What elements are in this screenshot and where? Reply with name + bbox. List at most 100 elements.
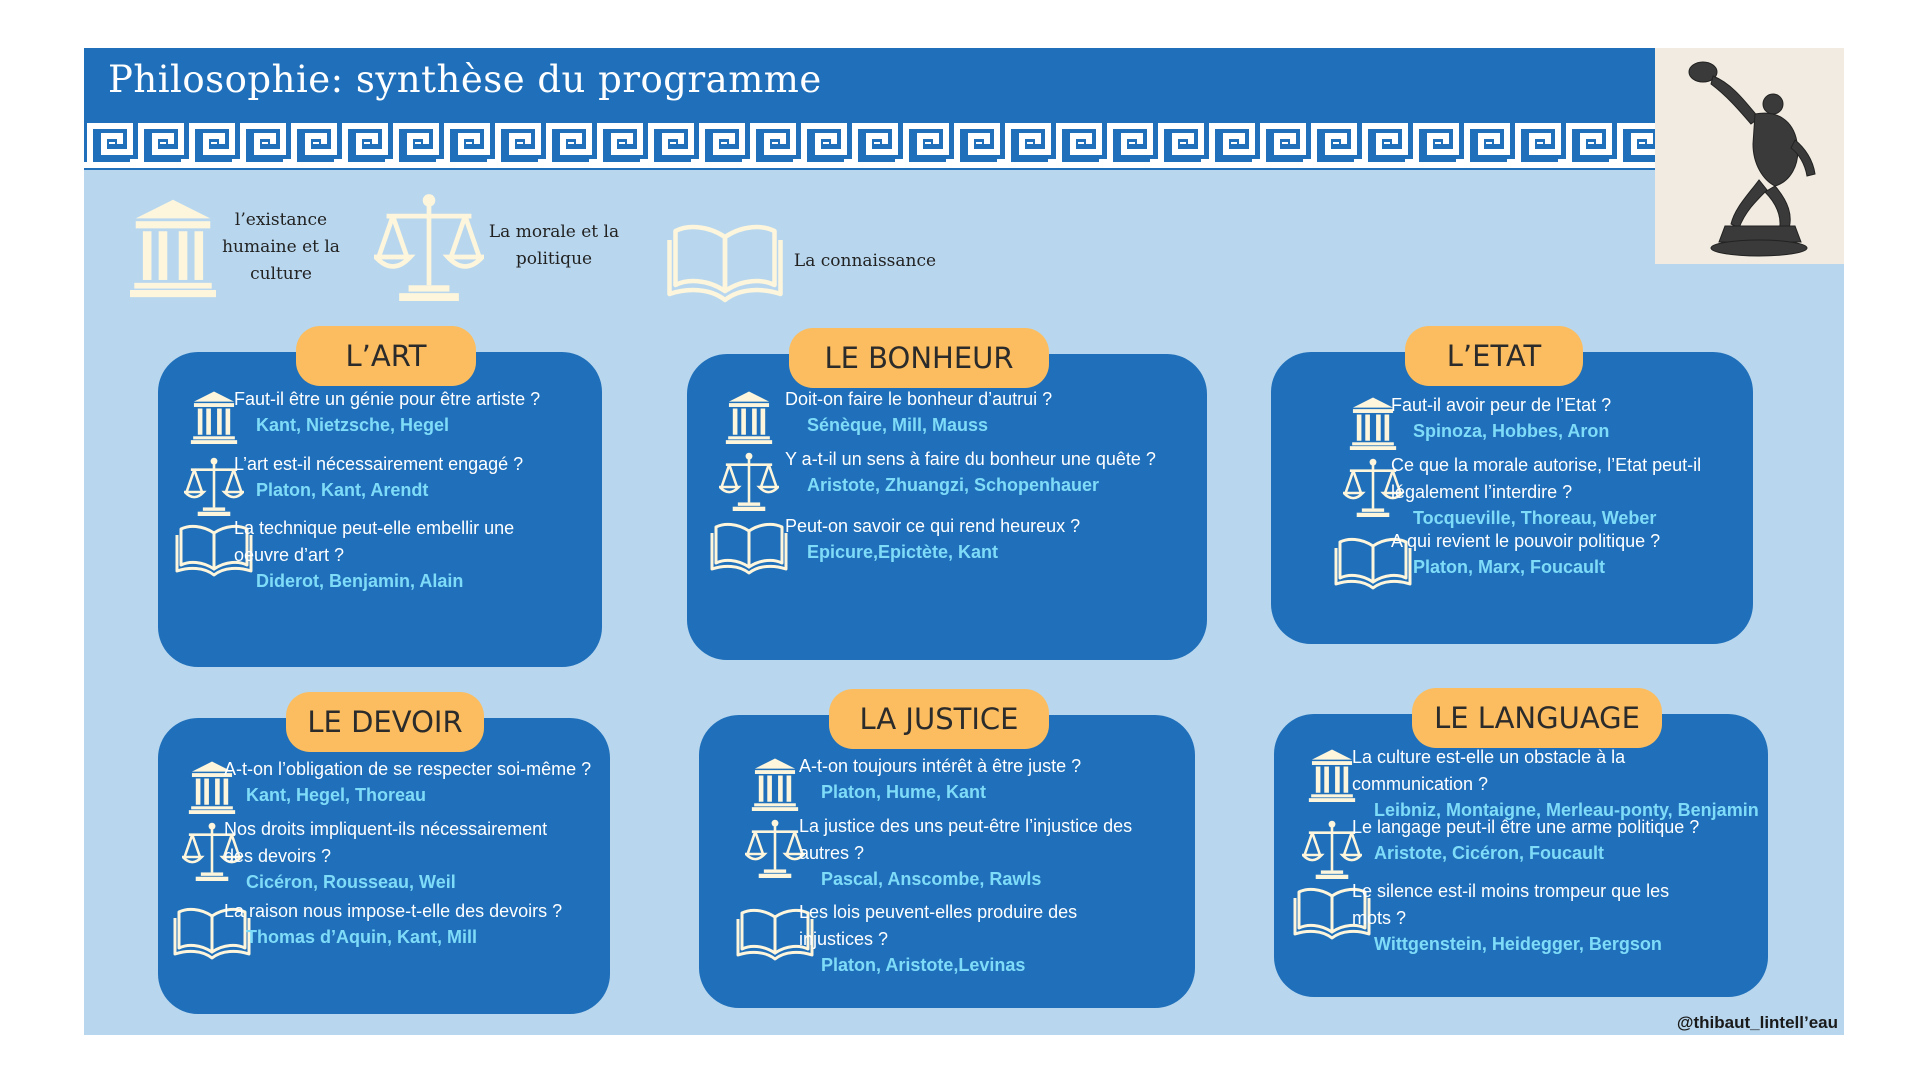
page-title: Philosophie: synthèse du programme (108, 58, 822, 101)
temple-icon (130, 196, 216, 298)
authors-list: Thomas d’Aquin, Kant, Mill (246, 927, 477, 947)
authors-list: Platon, Aristote,Levinas (821, 955, 1026, 975)
authors-list: Kant, Nietzsche, Hegel (256, 415, 450, 435)
question-text: A-t-on toujours intérêt à être juste ? (799, 753, 1185, 780)
authors-list: Aristote, Cicéron, Foucault (1374, 843, 1605, 863)
question-line: Nos droits impliquent-ils nécessairement (224, 819, 548, 839)
authors-list: Wittgenstein, Heidegger, Bergson (1374, 934, 1662, 954)
greek-key-border (84, 123, 1655, 168)
question-text: Nos droits impliquent-ils nécessairement… (224, 816, 600, 870)
discobolus-statue-image (1655, 48, 1844, 264)
question-text: La raison nous impose-t-elle des devoirs… (224, 898, 600, 925)
question-line: A-t-on toujours intérêt à être juste ? (799, 756, 1082, 776)
poster: Philosophie: synthèse du programme l’exi… (84, 48, 1844, 1035)
card-title: LE LANGUAGE (1412, 688, 1662, 748)
card-title: L’ART (296, 326, 476, 386)
author-credit: @thibaut_lintell’eau (1676, 1013, 1838, 1032)
question-line: oeuvre d’art ? (234, 545, 345, 565)
temple-icon (1308, 748, 1356, 802)
authors-list: Diderot, Benjamin, Alain (256, 571, 464, 591)
question-text: A-t-on l’obligation de se respecter soi-… (224, 756, 600, 783)
book-icon (709, 517, 789, 577)
question-line: A-t-on l’obligation de se respecter soi-… (224, 759, 592, 779)
authors-list: Platon, Marx, Foucault (1413, 557, 1606, 577)
question-line: A qui revient le pouvoir politique ? (1391, 531, 1661, 551)
legend-scales: La morale et la politique (374, 188, 624, 304)
question-line: Ce que la morale autorise, l’Etat peut-i… (1391, 455, 1702, 475)
authors-list: Tocqueville, Thoreau, Weber (1413, 508, 1657, 528)
legend-label: l’existance humaine et la culture (216, 207, 346, 288)
card-title: L’ETAT (1405, 326, 1583, 386)
question-text: Doit-on faire le bonheur d’autrui ? (785, 386, 1197, 413)
authors-list: Platon, Kant, Arendt (256, 480, 429, 500)
question-line: Les lois peuvent-elles produire des (799, 902, 1078, 922)
question-line: mots ? (1352, 908, 1407, 928)
authors-list: Epicure,Epictète, Kant (807, 542, 999, 562)
temple-icon (190, 390, 238, 444)
question-text: L’art est-il nécessairement engagé ? (234, 451, 592, 478)
question-line: La technique peut-elle embellir une (234, 518, 515, 538)
question-line: injustices ? (799, 929, 889, 949)
card-5: LA JUSTICE A-t-on toujours intérêt à être… (699, 689, 1195, 1008)
question-line: communication ? (1352, 774, 1489, 794)
question-line: Y a-t-il un sens à faire du bonheur une … (785, 449, 1156, 469)
question-line: Peut-on savoir ce qui rend heureux ? (785, 516, 1081, 536)
legend-label-line: humaine et la (222, 236, 340, 257)
question-text: Faut-il avoir peur de l’Etat ? (1391, 392, 1743, 419)
header-banner: Philosophie: synthèse du programme (84, 48, 1655, 170)
legend-label-line: La morale et la (488, 222, 620, 242)
book-icon (660, 216, 790, 306)
question-line: Le silence est-il moins trompeur que les (1352, 881, 1670, 901)
question-line: La raison nous impose-t-elle des devoirs… (224, 901, 563, 921)
legend-label: La morale et la politique (484, 219, 624, 273)
question-line: autres ? (799, 843, 865, 863)
scales-icon (374, 188, 484, 304)
authors-list: Spinoza, Hobbes, Aron (1413, 421, 1610, 441)
question-line: La justice des uns peut-être l’injustice… (799, 816, 1133, 836)
card-4: LE DEVOIR A-t-on l’obligation de se respe… (158, 692, 610, 1014)
question-text: La culture est-elle un obstacle à la comm… (1352, 744, 1758, 798)
question-line: Le langage peut-il être une arme politiq… (1352, 817, 1700, 837)
authors-list: Pascal, Anscombe, Rawls (821, 869, 1042, 889)
scales-icon (719, 450, 779, 512)
question-text: Les lois peuvent-elles produire des injus… (799, 899, 1185, 953)
question-text: Le silence est-il moins trompeur que les… (1352, 878, 1758, 932)
temple-icon (1349, 396, 1397, 450)
temple-icon (751, 757, 799, 811)
question-text: Le langage peut-il être une arme politiq… (1352, 814, 1758, 841)
authors-list: Sénèque, Mill, Mauss (807, 415, 989, 435)
question-line: Faut-il avoir peur de l’Etat ? (1391, 395, 1612, 415)
card-1: L’ART Faut-il être un génie pour être art… (158, 326, 602, 667)
scales-icon (745, 817, 805, 879)
authors-list: Leibniz, Montaigne, Merleau-ponty, Benja… (1374, 800, 1759, 820)
question-text: Y a-t-il un sens à faire du bonheur une … (785, 446, 1197, 473)
question-line: des devoirs ? (224, 846, 332, 866)
authors-list: Kant, Hegel, Thoreau (246, 785, 427, 805)
question-text: Peut-on savoir ce qui rend heureux ? (785, 513, 1197, 540)
question-line: L’art est-il nécessairement engagé ? (234, 454, 524, 474)
legend-label-line: culture (250, 263, 312, 284)
question-line: La culture est-elle un obstacle à la (1352, 747, 1626, 767)
question-text: Faut-il être un génie pour être artiste … (234, 386, 592, 413)
question-text: A qui revient le pouvoir politique ? (1391, 528, 1743, 555)
question-text: La technique peut-elle embellir une oeuvr… (234, 515, 592, 569)
card-title: LE DEVOIR (286, 692, 484, 752)
question-line: Doit-on faire le bonheur d’autrui ? (785, 389, 1053, 409)
legend-label-line: l’existance (234, 209, 328, 230)
legend-temple: l’existance humaine et la culture (130, 196, 346, 298)
authors-list: Cicéron, Rousseau, Weil (246, 872, 456, 892)
temple-icon (725, 390, 773, 444)
legend-label-line: politique (515, 249, 593, 269)
authors-list: Aristote, Zhuangzi, Schopenhauer (807, 475, 1100, 495)
card-3: L’ETAT Faut-il avoir peur de l’Etat ? Spin… (1271, 326, 1753, 644)
card-title: LA JUSTICE (829, 689, 1049, 749)
question-line: Faut-il être un génie pour être artiste … (234, 389, 541, 409)
question-text: La justice des uns peut-être l’injustice… (799, 813, 1185, 867)
card-title: LE BONHEUR (789, 328, 1049, 388)
legend-label: La connaissance (790, 248, 940, 275)
authors-list: Platon, Hume, Kant (821, 782, 987, 802)
legend-label-line: La connaissance (793, 250, 937, 271)
legend-book: La connaissance (660, 216, 940, 306)
